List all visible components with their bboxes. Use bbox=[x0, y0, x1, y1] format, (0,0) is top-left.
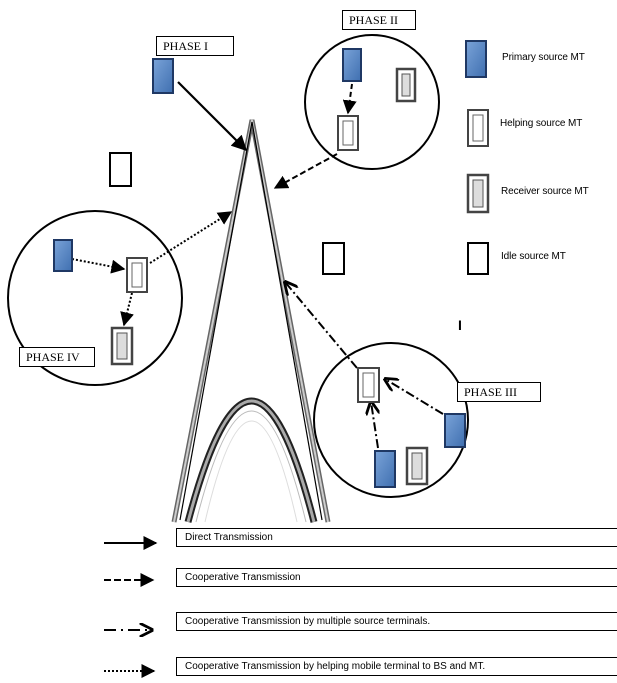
idle-mt-left bbox=[109, 152, 132, 187]
phase3-multi-arrow-3 bbox=[371, 402, 378, 449]
receiver-mt-phase2-inner bbox=[401, 73, 411, 97]
direct-transmission-arrow bbox=[177, 81, 248, 152]
phase4-cell bbox=[7, 210, 183, 386]
legend-receiver-icon-inner bbox=[472, 179, 484, 208]
phase2-label: PHASE II bbox=[342, 10, 416, 30]
receiver-mt-phase4-inner bbox=[116, 332, 128, 360]
legend-idle-label: Idle source MT bbox=[501, 251, 566, 262]
helping-mt-phase2-inner bbox=[342, 120, 354, 146]
phase4-helping-arrow-1 bbox=[71, 258, 126, 274]
phase4-helping-arrow-2 bbox=[149, 211, 233, 264]
receiver-mt-phase3-inner bbox=[411, 452, 423, 480]
legend-primary-label: Primary source MT bbox=[502, 52, 585, 63]
primary-mt-phase3-b bbox=[374, 450, 396, 488]
primary-mt-phase3-a bbox=[444, 413, 466, 448]
primary-mt-phase1 bbox=[152, 58, 174, 94]
legend-primary-icon bbox=[465, 40, 487, 78]
phase1-label: PHASE I bbox=[156, 36, 234, 56]
phase3-cell bbox=[313, 342, 469, 498]
phase2-coop-arrow-1 bbox=[342, 83, 357, 115]
helping-mt-phase4-inner bbox=[131, 262, 143, 288]
phase4-helping-arrow-3 bbox=[120, 292, 134, 327]
phase4-label: PHASE IV bbox=[19, 347, 95, 367]
multiple-source-transmission-box: Cooperative Transmission by multiple sou… bbox=[176, 612, 617, 631]
helping-terminal-transmission-box: Cooperative Transmission by helping mobi… bbox=[176, 657, 617, 676]
phase3-label: PHASE III bbox=[457, 382, 541, 402]
legend-receiver-label: Receiver source MT bbox=[501, 186, 589, 197]
idle-mt-center bbox=[322, 242, 345, 275]
phase3-multi-arrow-2 bbox=[385, 379, 444, 415]
base-station-tower bbox=[171, 119, 331, 523]
cooperative-transmission-box: Cooperative Transmission bbox=[176, 568, 617, 587]
phase2-cell bbox=[304, 34, 440, 170]
direct-transmission-box: Direct Transmission bbox=[176, 528, 617, 547]
legend-helping-icon-inner bbox=[472, 114, 484, 142]
phase3-multi-arrow-1 bbox=[285, 282, 358, 369]
helping-mt-phase3-inner bbox=[362, 372, 375, 398]
phase2-coop-arrow-2 bbox=[273, 153, 338, 189]
legend-helping-label: Helping source MT bbox=[500, 118, 583, 129]
primary-mt-phase2 bbox=[342, 48, 362, 82]
stray-mark: I bbox=[458, 317, 462, 333]
legend-idle-icon bbox=[467, 242, 489, 275]
primary-mt-phase4 bbox=[53, 239, 73, 272]
